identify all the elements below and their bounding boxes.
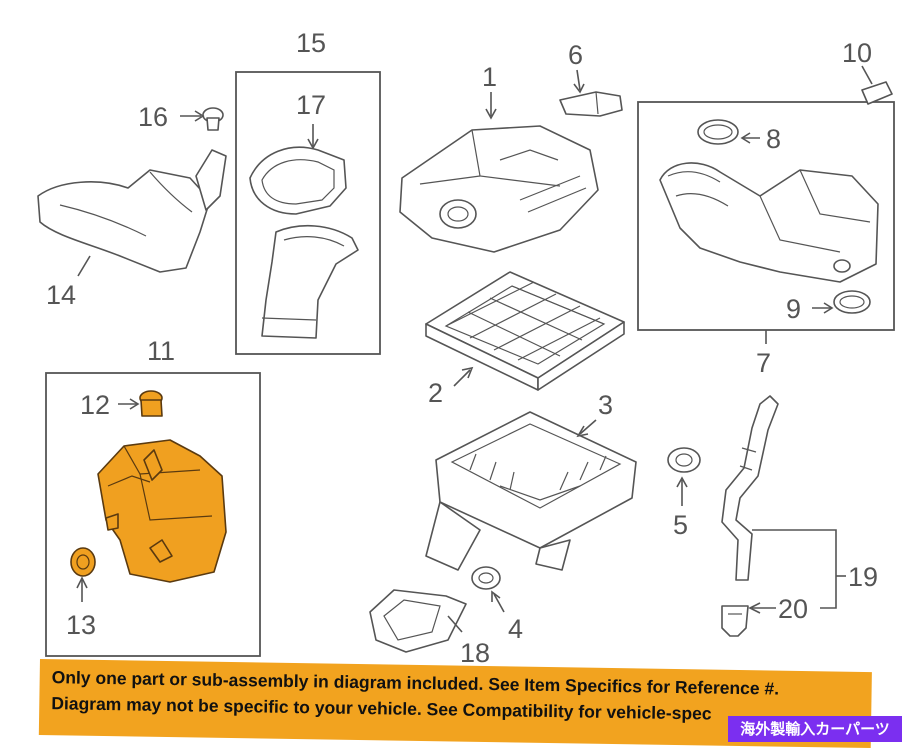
callout-15: 15 <box>296 28 326 58</box>
callout-20: 20 <box>778 594 808 624</box>
callout-2: 2 <box>428 378 443 408</box>
callout-16: 16 <box>138 102 168 132</box>
callout-18: 18 <box>460 638 490 668</box>
callout-14: 14 <box>46 280 76 310</box>
callout-19: 19 <box>848 562 878 592</box>
part-18-bracket <box>369 589 467 653</box>
callout-6: 6 <box>568 40 583 70</box>
callout-13: 13 <box>66 610 96 640</box>
group-box-15 <box>235 71 381 355</box>
part-14-inlet-duct <box>37 149 227 273</box>
callout-11: 11 <box>147 336 175 366</box>
part-3-lower-housing <box>425 411 637 571</box>
part-20-clip <box>721 605 749 637</box>
part-13-grommet <box>70 547 96 577</box>
part-10-hose <box>861 81 893 105</box>
callout-5: 5 <box>673 510 688 540</box>
callout-4: 4 <box>508 614 523 644</box>
part-12-cap <box>139 390 163 417</box>
part-17-gasket <box>249 146 347 215</box>
callout-9: 9 <box>786 294 801 324</box>
notice-line-2: Diagram may not be specific to your vehi… <box>51 693 712 724</box>
part-5-grommet <box>667 447 701 473</box>
part-2-air-filter <box>425 271 625 391</box>
callout-10: 10 <box>842 38 872 68</box>
callout-12: 12 <box>80 390 110 420</box>
part-9-clamp <box>833 290 871 314</box>
part-11-resonator <box>97 439 227 583</box>
part-4-grommet <box>471 566 501 590</box>
callout-1: 1 <box>482 62 497 92</box>
part-19-hose-assembly <box>721 395 779 581</box>
part-7-intake-duct <box>659 162 879 283</box>
part-8-clamp <box>697 119 739 145</box>
callout-8: 8 <box>766 124 781 154</box>
part-1-air-cleaner-cover <box>399 125 599 253</box>
callout-17: 17 <box>296 90 326 120</box>
callout-7: 7 <box>756 348 771 378</box>
callout-3: 3 <box>598 390 613 420</box>
part-15-intake-elbow <box>261 224 359 339</box>
part-16-push-pin <box>202 107 224 131</box>
part-6-mass-air-sensor <box>559 91 623 117</box>
corner-tag: 海外製輸入カーパーツ <box>728 716 902 742</box>
group-box-11 <box>45 372 261 657</box>
